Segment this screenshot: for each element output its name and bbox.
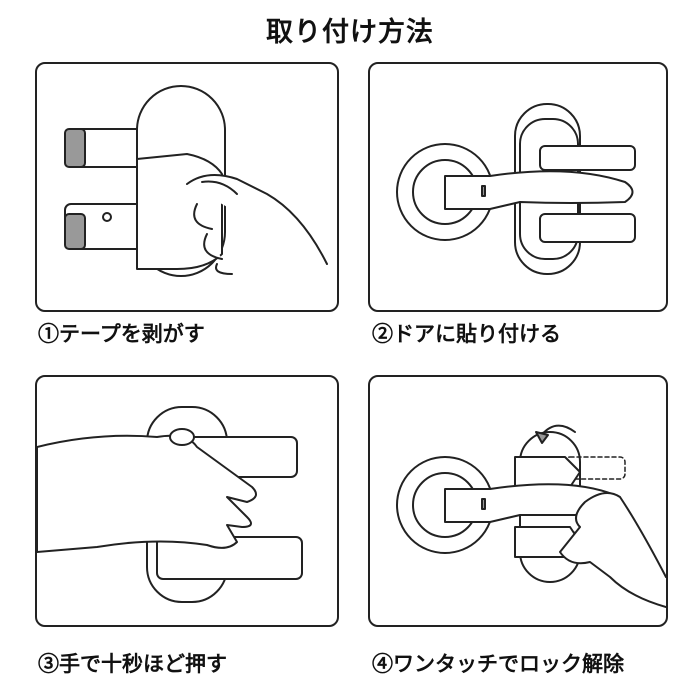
step-4-caption: ④ワンタッチでロック解除: [372, 651, 624, 676]
step-2-illustration: [368, 62, 668, 312]
attach-to-door-drawing: [396, 103, 636, 275]
press-ten-seconds-drawing: [37, 406, 303, 603]
step-2-caption: ②ドアに貼り付ける: [372, 321, 561, 346]
page-title: 取り付け方法: [266, 17, 434, 48]
step-1-caption: ①テープを剥がす: [38, 321, 205, 346]
peel-tape-drawing: [64, 85, 328, 277]
one-touch-unlock-drawing: [396, 424, 666, 608]
step-4-illustration: [368, 375, 668, 627]
step-1-illustration: [35, 62, 339, 312]
step-3-illustration: [35, 375, 339, 627]
step-3-caption: ③手で十秒ほど押す: [38, 651, 227, 676]
